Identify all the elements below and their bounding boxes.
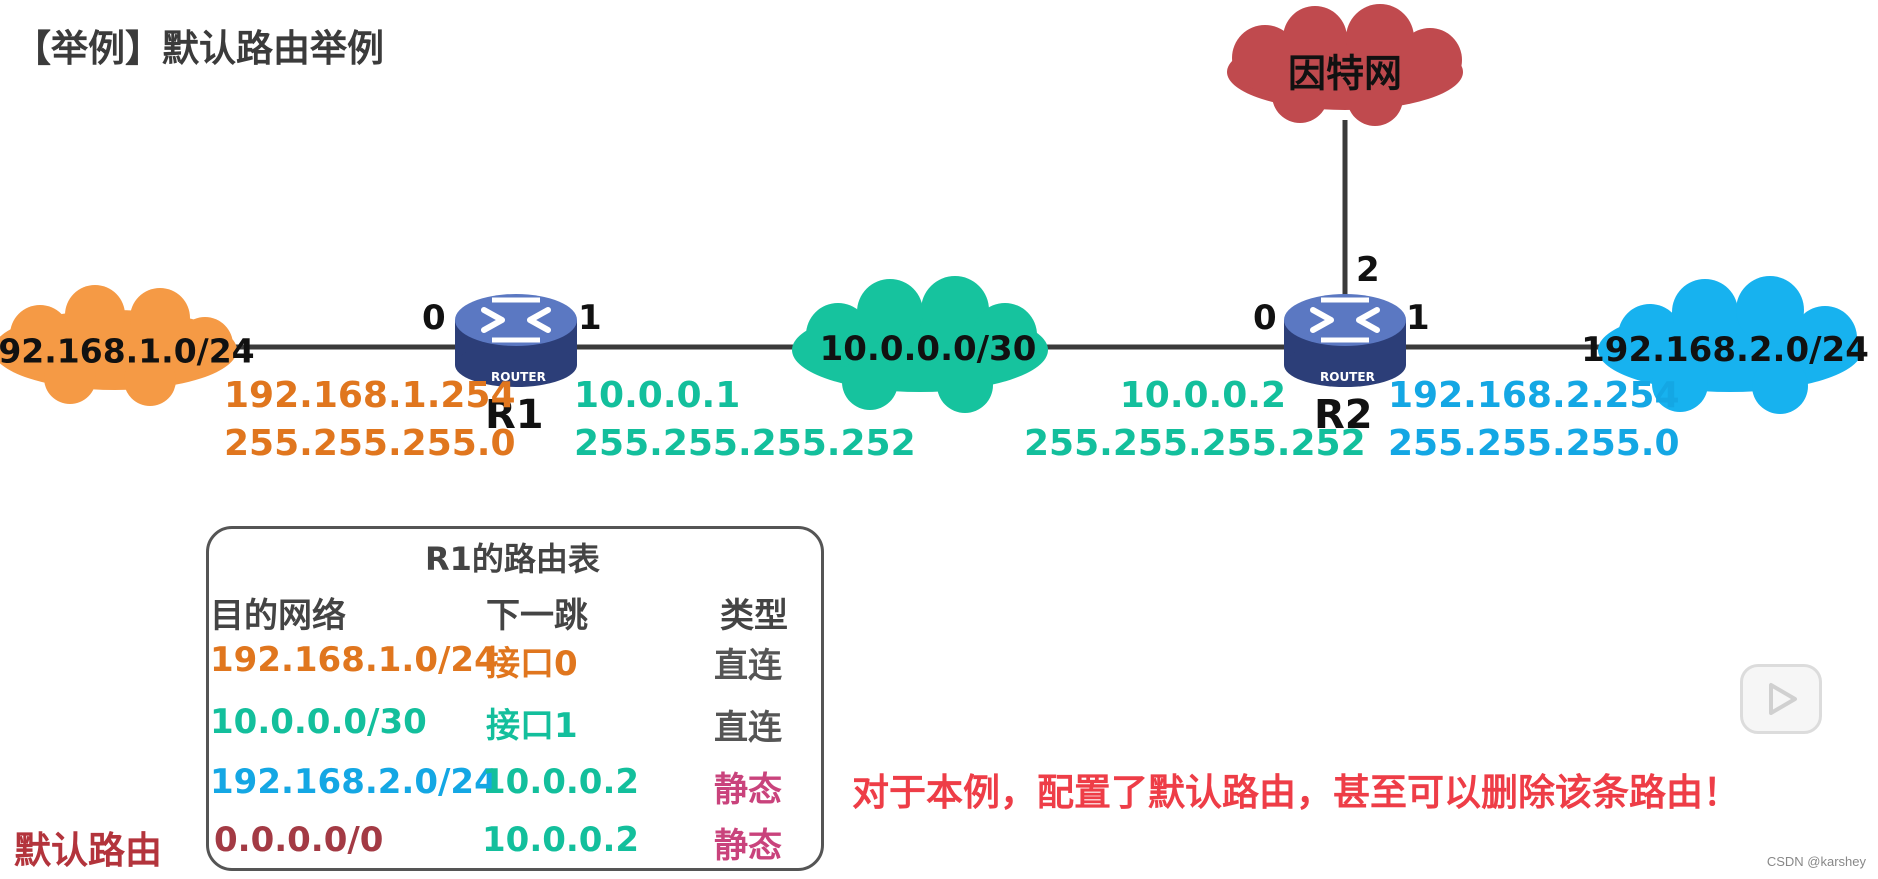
router-r2-name: R2 bbox=[1314, 392, 1373, 438]
r2-port-1: 1 bbox=[1406, 298, 1430, 338]
row2-type: 直连 bbox=[714, 708, 782, 748]
row3-destination: 192.168.2.0/24 bbox=[210, 762, 498, 802]
internet-cloud bbox=[1227, 4, 1463, 126]
watermark: CSDN @karshey bbox=[1766, 854, 1866, 869]
router-r1-name: R1 bbox=[485, 392, 544, 438]
r1-routing-table bbox=[206, 526, 824, 871]
note-text: 对于本例，配置了默认路由，甚至可以删除该条路由！ bbox=[852, 771, 1740, 814]
r1-if1-address: 10.0.0.1 255.255.255.252 bbox=[574, 372, 916, 468]
r2-if1-address: 192.168.2.254 255.255.255.0 bbox=[1388, 372, 1680, 468]
net2-cloud bbox=[1598, 276, 1862, 414]
r1-port-1: 1 bbox=[578, 298, 602, 338]
r2-port-2: 2 bbox=[1356, 250, 1380, 290]
r2-port-0: 0 bbox=[1253, 298, 1277, 338]
net1-cloud bbox=[0, 285, 237, 406]
row1-type: 直连 bbox=[714, 646, 782, 686]
router-r2-icon bbox=[1284, 294, 1406, 387]
r2-if0-address: 10.0.0.2 255.255.255.252 bbox=[1024, 372, 1366, 468]
header-next-hop: 下一跳 bbox=[486, 596, 588, 636]
r1-if0-ip: 192.168.1.254 bbox=[224, 375, 516, 416]
row4-next-hop: 10.0.0.2 bbox=[482, 820, 640, 860]
r1-if0-mask: 255.255.255.0 bbox=[224, 423, 516, 464]
page-title: 【举例】默认路由举例 bbox=[14, 27, 384, 70]
router-r2-badge: ROUTER bbox=[1320, 370, 1375, 384]
play-button[interactable] bbox=[1740, 664, 1822, 734]
r1-if1-ip: 10.0.0.1 bbox=[574, 375, 741, 416]
row2-destination: 10.0.0.0/30 bbox=[210, 702, 427, 742]
routing-table-caption: R1的路由表 bbox=[425, 540, 600, 578]
net1-label: 192.168.1.0/24 bbox=[0, 331, 255, 371]
row3-next-hop: 10.0.0.2 bbox=[482, 762, 640, 802]
r2-if0-ip: 10.0.0.2 bbox=[1119, 375, 1286, 416]
internet-label: 因特网 bbox=[1287, 51, 1403, 96]
r1-if1-mask: 255.255.255.252 bbox=[574, 423, 916, 464]
row2-next-hop: 接口1 bbox=[486, 706, 578, 746]
row4-destination: 0.0.0.0/0 bbox=[214, 820, 384, 860]
mid-net-label: 10.0.0.0/30 bbox=[819, 329, 1037, 369]
row3-type: 静态 bbox=[714, 770, 782, 810]
row1-next-hop: 接口0 bbox=[486, 644, 578, 684]
router-r1-badge: ROUTER bbox=[491, 370, 546, 384]
play-icon bbox=[1769, 683, 1797, 715]
r2-if1-ip: 192.168.2.254 bbox=[1388, 375, 1680, 416]
net2-label: 192.168.2.0/24 bbox=[1581, 330, 1869, 370]
r1-if0-address: 192.168.1.254 255.255.255.0 bbox=[224, 372, 516, 468]
header-type: 类型 bbox=[720, 596, 788, 636]
mid-cloud bbox=[792, 276, 1048, 413]
r2-if0-mask: 255.255.255.252 bbox=[1024, 423, 1366, 464]
r2-if1-mask: 255.255.255.0 bbox=[1388, 423, 1680, 464]
row1-destination: 192.168.1.0/24 bbox=[210, 640, 498, 680]
default-route-label: 默认路由 bbox=[14, 829, 162, 872]
router-r1-icon bbox=[455, 294, 577, 387]
header-destination: 目的网络 bbox=[210, 596, 346, 636]
row4-type: 静态 bbox=[714, 826, 782, 866]
r1-port-0: 0 bbox=[422, 298, 446, 338]
